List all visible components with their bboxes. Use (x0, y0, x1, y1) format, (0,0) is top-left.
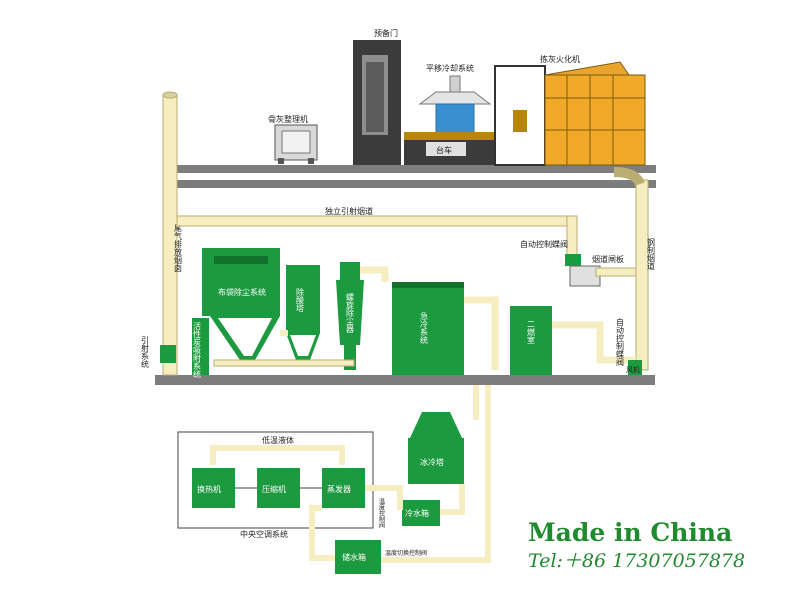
cyclone-label: 螺旋除尘器 (346, 292, 355, 334)
quench-label: 急冷系统 (420, 311, 429, 345)
activated-carbon-unit (192, 318, 209, 375)
brand-tel: Tel:＋86 17307057878 (528, 550, 745, 572)
condenser-box (192, 468, 235, 508)
auto-valve-top (565, 254, 581, 266)
quench-system (392, 282, 464, 375)
bag-filter-label: 布袋除尘系统 (218, 287, 266, 297)
exhaust-stack-top (162, 91, 178, 99)
evaporator-label: 蒸发器 (327, 484, 351, 494)
valve-small-2-label: 温度切换控制阀 (385, 549, 427, 557)
auto-valve-top-label: 自动控制蝶阀 (520, 239, 568, 249)
secondary-chamber (510, 306, 552, 375)
cold-tank (402, 500, 440, 526)
compressor-box (257, 468, 300, 508)
bag-filter-top-band (214, 256, 268, 264)
supply-tank (335, 540, 381, 574)
independent-flue-label: 独立引射烟道 (325, 206, 373, 216)
lower-return-pipe (213, 359, 355, 367)
flat-cooling-label: 平移冷却系统 (426, 63, 474, 73)
central-ac-frame (177, 431, 374, 529)
cyclone-top (340, 262, 360, 280)
deacid-label: 除酸塔 (296, 287, 305, 313)
independent-flue-drop (566, 215, 578, 257)
trolley-plate (426, 142, 466, 156)
steel-flue-elbow (613, 167, 645, 187)
central-ac-label: 中央空调系统 (240, 529, 288, 539)
quench-water-pipe-2 (381, 385, 491, 563)
secondary-flue-pipe (552, 321, 636, 364)
brand-title: Made in China (528, 518, 732, 547)
bag-deacid-pipe (280, 330, 288, 336)
fan-unit (628, 360, 642, 375)
flue-gate-label: 烟道闸板 (592, 254, 624, 264)
induced-fan-unit (160, 345, 176, 363)
cyclone-body (336, 280, 364, 345)
spare-door-inner (366, 62, 384, 132)
cremator-door (513, 110, 527, 132)
cooling-hood (418, 91, 492, 105)
auto-valve-right-label: 自动控制蝶阀 (616, 317, 625, 367)
steel-flue-label: 钢制烟道 (647, 237, 656, 271)
activated-carbon-label: 活性炭吸附系统 (193, 321, 202, 379)
bone-ash-machine-window (281, 130, 311, 154)
evaporator-supply-pipe (309, 505, 335, 561)
steel-flue-pipe (635, 179, 649, 371)
low-temp-label: 低温液体 (262, 435, 294, 445)
supply-tank-label: 储水箱 (342, 552, 366, 562)
cooling-hood-duct (449, 75, 461, 93)
bag-filter-hopper-inner (218, 318, 272, 356)
cold-tank-pipe (440, 484, 465, 515)
valve-small-1-label: 温度控制阀 (378, 497, 385, 529)
cyclone-quench-pipe (360, 266, 389, 282)
cooling-window (435, 103, 475, 135)
water-tower-body (408, 438, 464, 484)
condenser-label: 换热机 (197, 484, 221, 494)
upper-floor-slab (176, 165, 656, 173)
spare-door-label: 预备门 (374, 28, 398, 38)
water-tower-top (410, 412, 462, 438)
bone-ash-foot-left (278, 158, 284, 164)
water-tower-label: 冰冷塔 (420, 457, 444, 467)
evaporator-box (322, 468, 365, 508)
cold-tank-label: 冷水箱 (405, 508, 429, 518)
quench-secondary-pipe (464, 296, 499, 370)
cremator-body (544, 74, 646, 166)
deacid-tower (286, 265, 320, 333)
fan-label: 风机 (626, 365, 640, 374)
independent-flue-pipe (176, 215, 578, 227)
bone-ash-label: 骨灰整理机 (268, 114, 308, 124)
cremator-label: 拣灰火化机 (540, 54, 580, 64)
lower-floor-slab (155, 375, 655, 385)
evaporator-cold-pipe (365, 485, 403, 510)
deacid-hopper-inner (290, 335, 316, 356)
trolley-rail (404, 132, 534, 140)
compressor-label: 压缩机 (262, 484, 286, 494)
low-temp-loop (210, 445, 345, 465)
exhaust-stack-label: 尾气排放烟囱 (174, 224, 183, 273)
quench-top (392, 282, 464, 288)
flue-gate-pipe (595, 267, 637, 277)
trolley-label: 台车 (436, 145, 452, 155)
induced-fan-label: 引射系统 (141, 336, 150, 369)
secondary-label: 二燃室 (527, 320, 536, 344)
bone-ash-foot-right (308, 158, 314, 164)
middle-floor-slab (176, 180, 656, 188)
